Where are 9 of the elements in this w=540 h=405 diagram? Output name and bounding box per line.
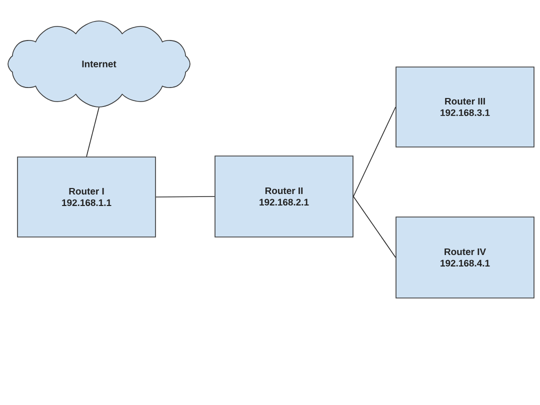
connector-line xyxy=(353,196,396,258)
router-box: Router II 192.168.2.1 xyxy=(214,156,354,238)
cloud: Internet xyxy=(8,20,190,108)
connector-line xyxy=(353,106,396,197)
router-box: Router IV 192.168.4.1 xyxy=(396,216,534,298)
router-box: Router III 192.168.3.1 xyxy=(396,66,534,148)
connector-line xyxy=(156,196,215,198)
router-box: Router I 192.168.1.1 xyxy=(17,156,156,238)
connector-line xyxy=(86,107,100,157)
